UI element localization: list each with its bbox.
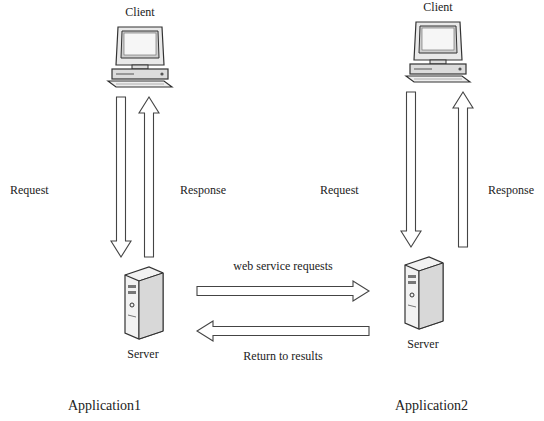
server-icon xyxy=(119,265,167,341)
arrow-label: web service requests xyxy=(231,259,334,273)
block-arrow xyxy=(197,321,369,341)
client-node: Client xyxy=(394,0,482,84)
block-arrow xyxy=(111,97,131,257)
server-node: Server xyxy=(109,265,177,361)
arrow-label: Request xyxy=(318,183,361,197)
block-arrow xyxy=(197,281,369,301)
server-icon xyxy=(399,255,447,331)
server-node: Server xyxy=(389,255,457,351)
application-label: Application1 xyxy=(68,398,141,414)
block-arrow xyxy=(139,97,159,257)
arrow-label: Request xyxy=(8,183,51,197)
block-arrow xyxy=(453,92,473,247)
application-label: Application2 xyxy=(395,398,468,414)
node-label: Server xyxy=(109,347,177,361)
node-label: Client xyxy=(394,0,482,14)
computer-icon xyxy=(104,25,176,89)
block-arrow xyxy=(401,92,421,247)
client-node: Client xyxy=(96,5,184,89)
computer-icon xyxy=(402,20,474,84)
arrow-label: Response xyxy=(178,183,228,197)
arrow-label: Response xyxy=(486,183,536,197)
node-label: Server xyxy=(389,337,457,351)
node-label: Client xyxy=(96,5,184,19)
arrow-label: Return to results xyxy=(241,349,324,363)
